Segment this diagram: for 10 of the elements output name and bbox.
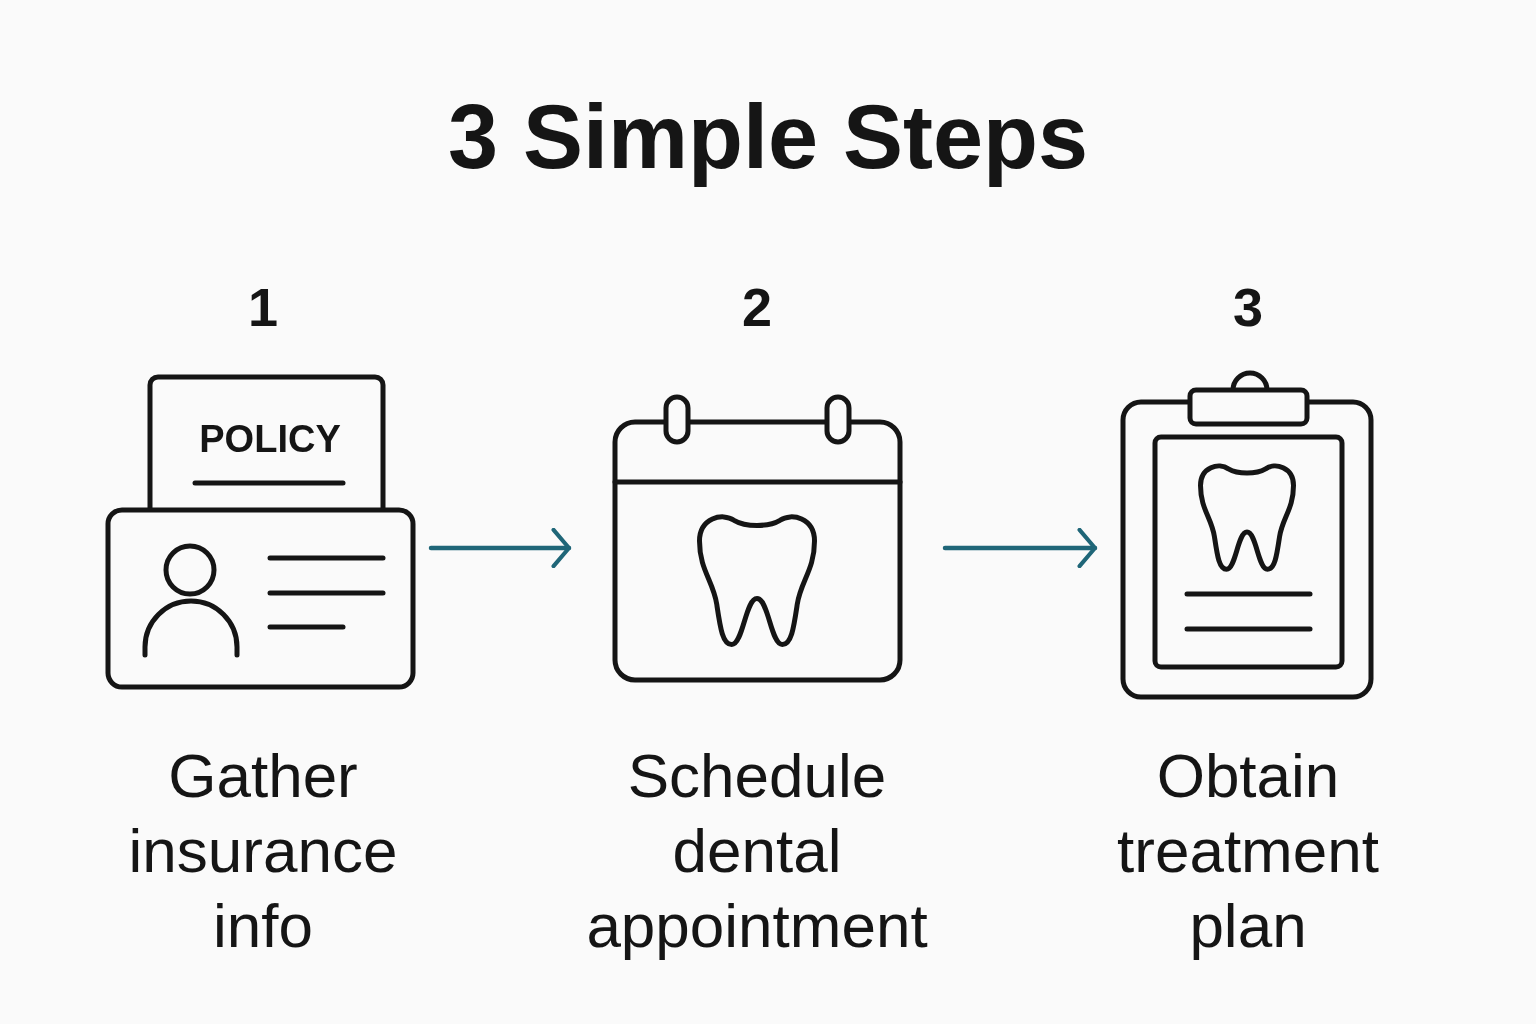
- arrow: [942, 527, 1098, 569]
- step-number: 3: [1231, 280, 1264, 334]
- step-label: Gather insurance info: [127, 740, 399, 962]
- step-number: 1: [246, 280, 279, 334]
- step-label: Schedule dental appointment: [585, 740, 929, 962]
- policy-label: POLICY: [198, 420, 342, 458]
- step-number: 2: [740, 280, 773, 334]
- step-label: Obtain treatment plan: [1116, 740, 1380, 962]
- arrow: [428, 527, 572, 569]
- title: 3 Simple Steps: [446, 88, 1090, 187]
